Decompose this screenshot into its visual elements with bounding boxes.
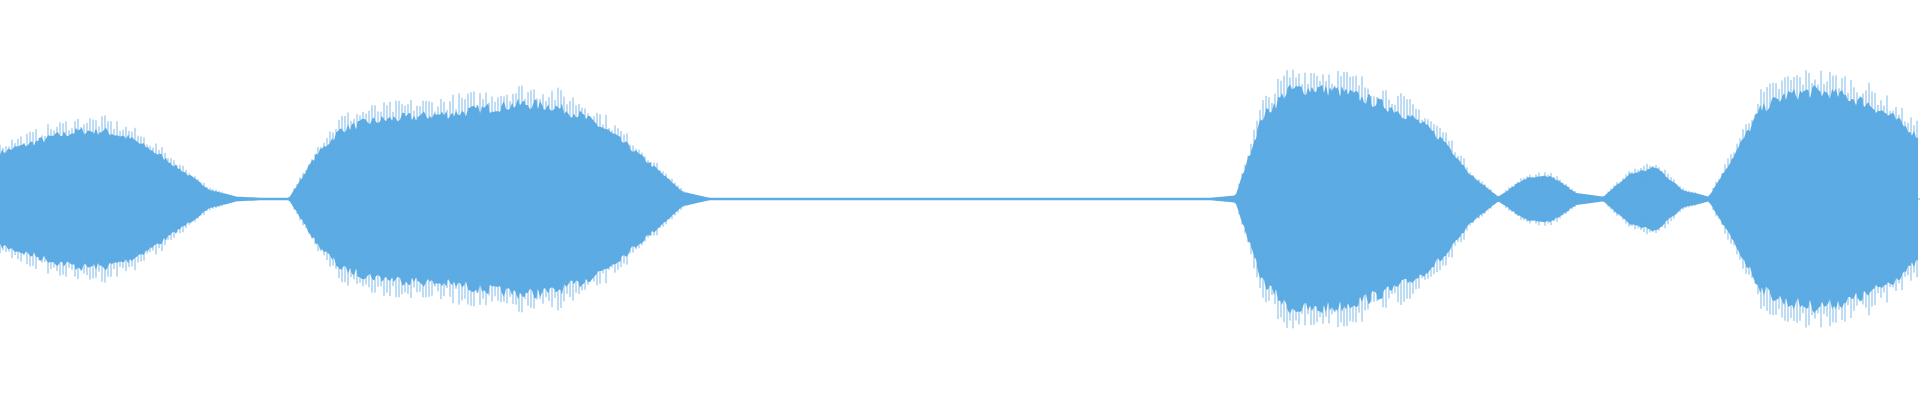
waveform-graphic bbox=[0, 69, 1920, 329]
audio-waveform bbox=[0, 69, 1920, 329]
